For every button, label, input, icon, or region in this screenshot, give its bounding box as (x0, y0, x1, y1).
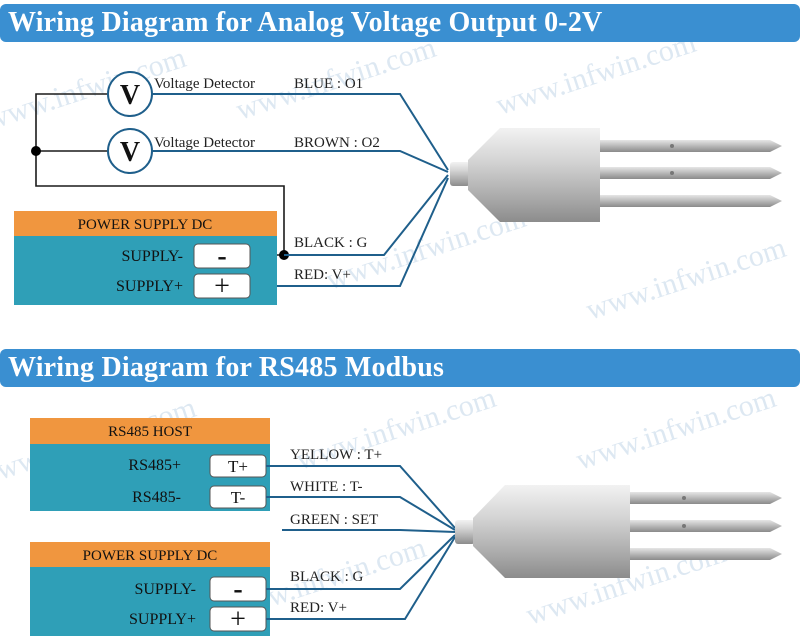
wire-black-g (266, 534, 456, 590)
wire-white-tminus (266, 496, 456, 531)
wire-label-yellow: YELLOW : T+ (290, 447, 382, 463)
watermark-text: www.infwin.com (572, 381, 780, 477)
plus-terminal: + (230, 604, 246, 635)
banner-analog-title: Wiring Diagram for Analog Voltage Output… (0, 4, 800, 42)
wire-label-white: WHITE : T- (290, 479, 363, 495)
tminus-terminal: T- (231, 488, 246, 507)
wire-label-black: BLACK : G (294, 235, 368, 251)
banner-rs485-title: Wiring Diagram for RS485 Modbus (0, 349, 800, 387)
wire-label-red: RED: V+ (294, 267, 351, 283)
tplus-terminal: T+ (228, 457, 248, 476)
supply-minus-label: SUPPLY- (134, 581, 196, 598)
meter2-label: Voltage Detector (154, 135, 255, 151)
voltage-meter-2: V (107, 128, 153, 174)
wire-black-g (284, 174, 449, 256)
minus-terminal: - (233, 574, 242, 605)
rs485-section: RS485 HOST RS485+ RS485- T+ T- POWER SUP… (30, 418, 782, 636)
analog-section: V V Voltage Detector Voltage Detector BL… (14, 71, 782, 305)
meter1-label: Voltage Detector (154, 76, 255, 92)
power-supply-header: POWER SUPPLY DC (83, 548, 218, 564)
wire-green-set (282, 529, 456, 533)
wire-brown-o2 (152, 150, 449, 173)
wire-red-vplus (250, 177, 449, 287)
meter2-symbol: V (120, 137, 140, 168)
sensor-probe-rs485 (455, 485, 782, 578)
junction-dot (31, 146, 41, 156)
wire-yellow-tplus (266, 465, 456, 529)
supply-plus-label: SUPPLY+ (116, 278, 183, 295)
minus-terminal: - (217, 241, 226, 272)
rs485-host-block: RS485 HOST RS485+ RS485- T+ T- (30, 418, 270, 511)
wire-label-brown: BROWN : O2 (294, 135, 380, 151)
wire-label-blue: BLUE : O1 (294, 76, 363, 92)
sensor-probe-analog (450, 128, 782, 222)
wire-label-red: RED: V+ (290, 600, 347, 616)
power-supply-block-analog: POWER SUPPLY DC SUPPLY- SUPPLY+ - + (14, 211, 277, 305)
power-supply-header: POWER SUPPLY DC (78, 217, 213, 233)
wire-red-vplus (266, 536, 456, 620)
meter1-symbol: V (120, 80, 140, 111)
wire-label-black: BLACK : G (290, 569, 364, 585)
power-supply-block-rs485: POWER SUPPLY DC SUPPLY- SUPPLY+ - + (30, 542, 270, 636)
rs485-host-header: RS485 HOST (108, 424, 192, 440)
voltage-meter-1: V (107, 71, 153, 117)
rs485-plus-label: RS485+ (128, 457, 181, 474)
rs485-minus-label: RS485- (132, 489, 181, 506)
wire-label-green: GREEN : SET (290, 512, 378, 528)
watermark-text: www.infwin.com (582, 231, 790, 327)
supply-minus-label: SUPPLY- (121, 248, 183, 265)
watermark-layer: www.infwin.com www.infwin.com www.infwin… (0, 26, 790, 632)
wire-blue-o1 (152, 93, 449, 171)
supply-plus-label: SUPPLY+ (129, 611, 196, 628)
meter-common-wire (35, 93, 285, 255)
plus-terminal: + (214, 271, 230, 302)
